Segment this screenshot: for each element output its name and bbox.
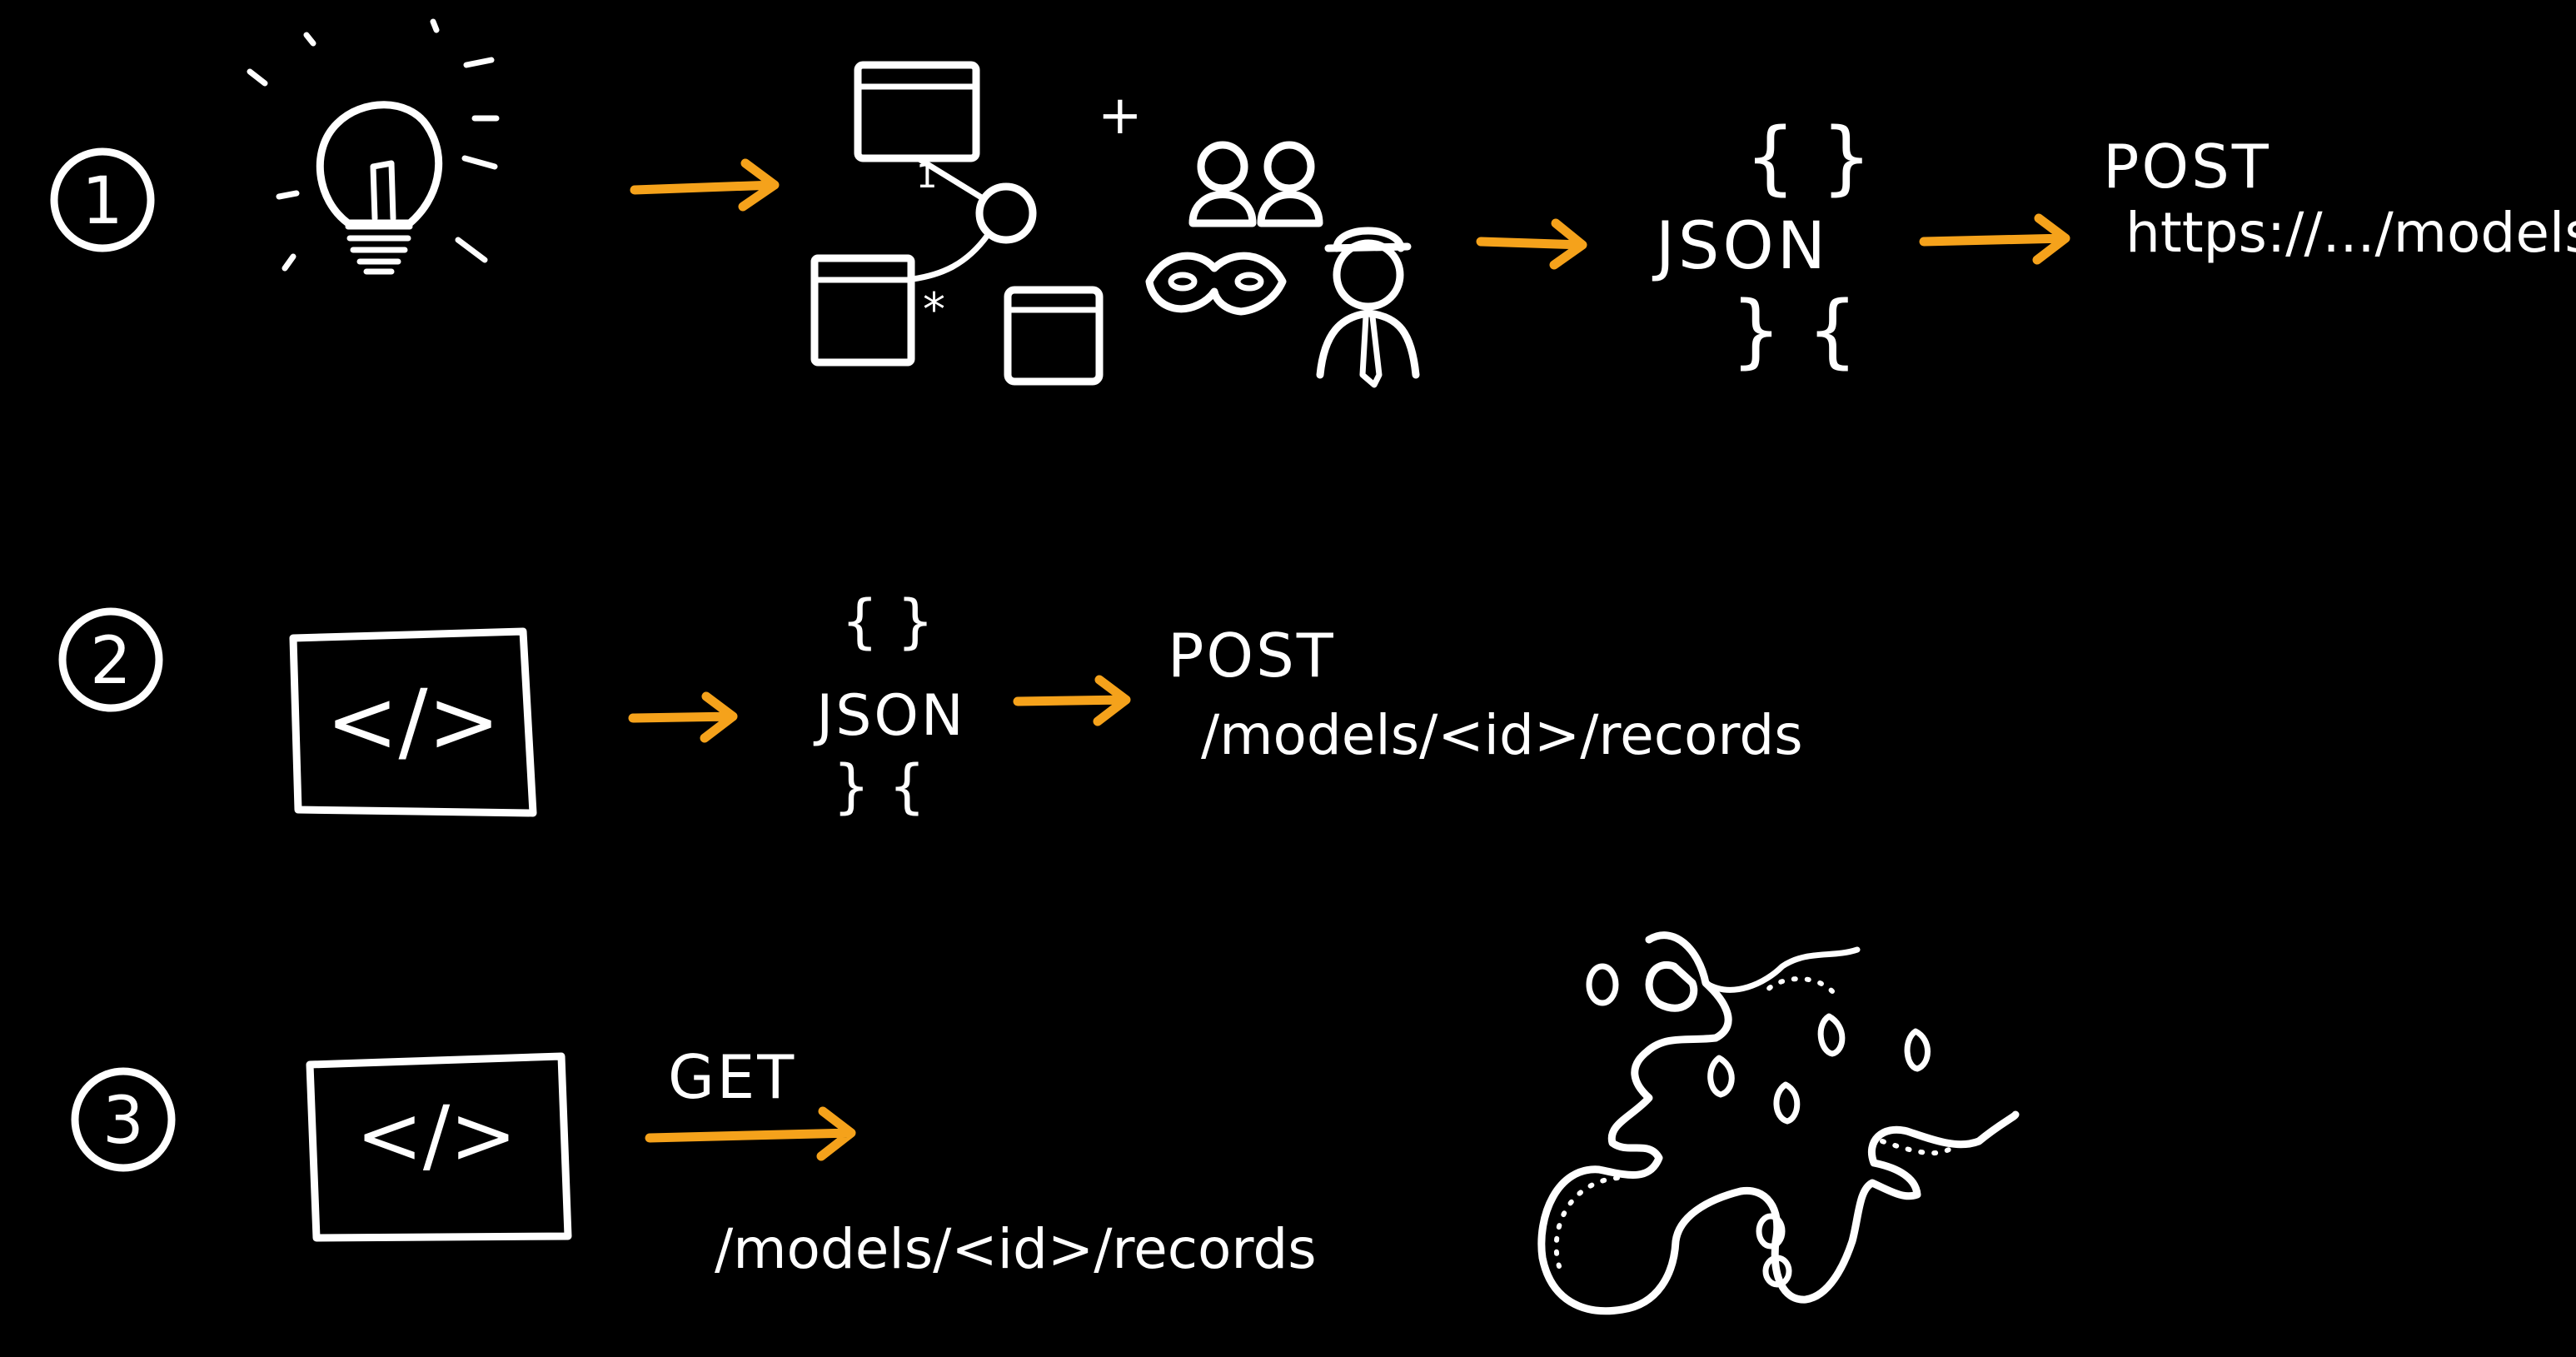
svg-text:JSON: JSON bbox=[813, 683, 966, 749]
post-records-request: POST /models/<id>/records bbox=[1168, 621, 1803, 767]
step-1: 1 1 * + bbox=[50, 18, 2576, 388]
svg-text:</>: </> bbox=[356, 1089, 516, 1182]
code-window-icon: </> bbox=[289, 627, 537, 817]
svg-text:/models/<id>/records: /models/<id>/records bbox=[715, 1217, 1317, 1281]
svg-text:POST: POST bbox=[1168, 621, 1336, 691]
svg-text:2: 2 bbox=[90, 624, 132, 699]
json-payload-2: { } JSON } { bbox=[813, 587, 966, 821]
svg-text:*: * bbox=[923, 283, 945, 336]
svg-text:{ }: { } bbox=[841, 587, 934, 656]
svg-text:} {: } { bbox=[1731, 284, 1858, 377]
svg-text:} {: } { bbox=[833, 752, 925, 821]
svg-text:3: 3 bbox=[102, 1084, 144, 1159]
svg-text:GET: GET bbox=[668, 1042, 796, 1112]
step-1-number: 1 bbox=[50, 147, 155, 252]
arrow-idea-to-model bbox=[630, 158, 780, 212]
step-3: 3 </> GET /models/<id>/records bbox=[71, 931, 2020, 1315]
get-records-request: GET /models/<id>/records bbox=[645, 1042, 1317, 1281]
svg-text:https://.../models: https://.../models bbox=[2125, 201, 2576, 265]
svg-text:1: 1 bbox=[916, 157, 937, 196]
svg-text:/models/<id>/records: /models/<id>/records bbox=[1201, 703, 1803, 767]
arrow-json-to-records bbox=[1013, 675, 1131, 726]
step-2: 2 </> { } JSON } { POST /models/<id>/rec… bbox=[58, 587, 1803, 821]
arrow-code-to-json bbox=[628, 691, 738, 743]
people-masks-icon bbox=[1145, 141, 1420, 388]
step-3-number: 3 bbox=[71, 1067, 176, 1172]
entity-relationship-icon: 1 * + bbox=[810, 61, 1143, 386]
arrow-model-to-json bbox=[1476, 218, 1587, 270]
code-window-icon: </> bbox=[306, 1052, 572, 1242]
svg-text:POST: POST bbox=[2103, 132, 2271, 202]
svg-text:+: + bbox=[1098, 85, 1143, 147]
arrow-json-to-post bbox=[1919, 213, 2070, 265]
post-models-request: POST https://.../models bbox=[2103, 132, 2576, 265]
svg-text:{ }: { } bbox=[1745, 111, 1872, 204]
json-payload-1: { } JSON } { bbox=[1652, 111, 1872, 377]
step-2-number: 2 bbox=[58, 607, 163, 712]
svg-text:</>: </> bbox=[326, 671, 500, 772]
lightbulb-icon bbox=[247, 18, 500, 275]
svg-text:JSON: JSON bbox=[1652, 209, 1829, 284]
svg-text:1: 1 bbox=[82, 164, 123, 239]
data-blob-icon bbox=[1537, 931, 2020, 1315]
